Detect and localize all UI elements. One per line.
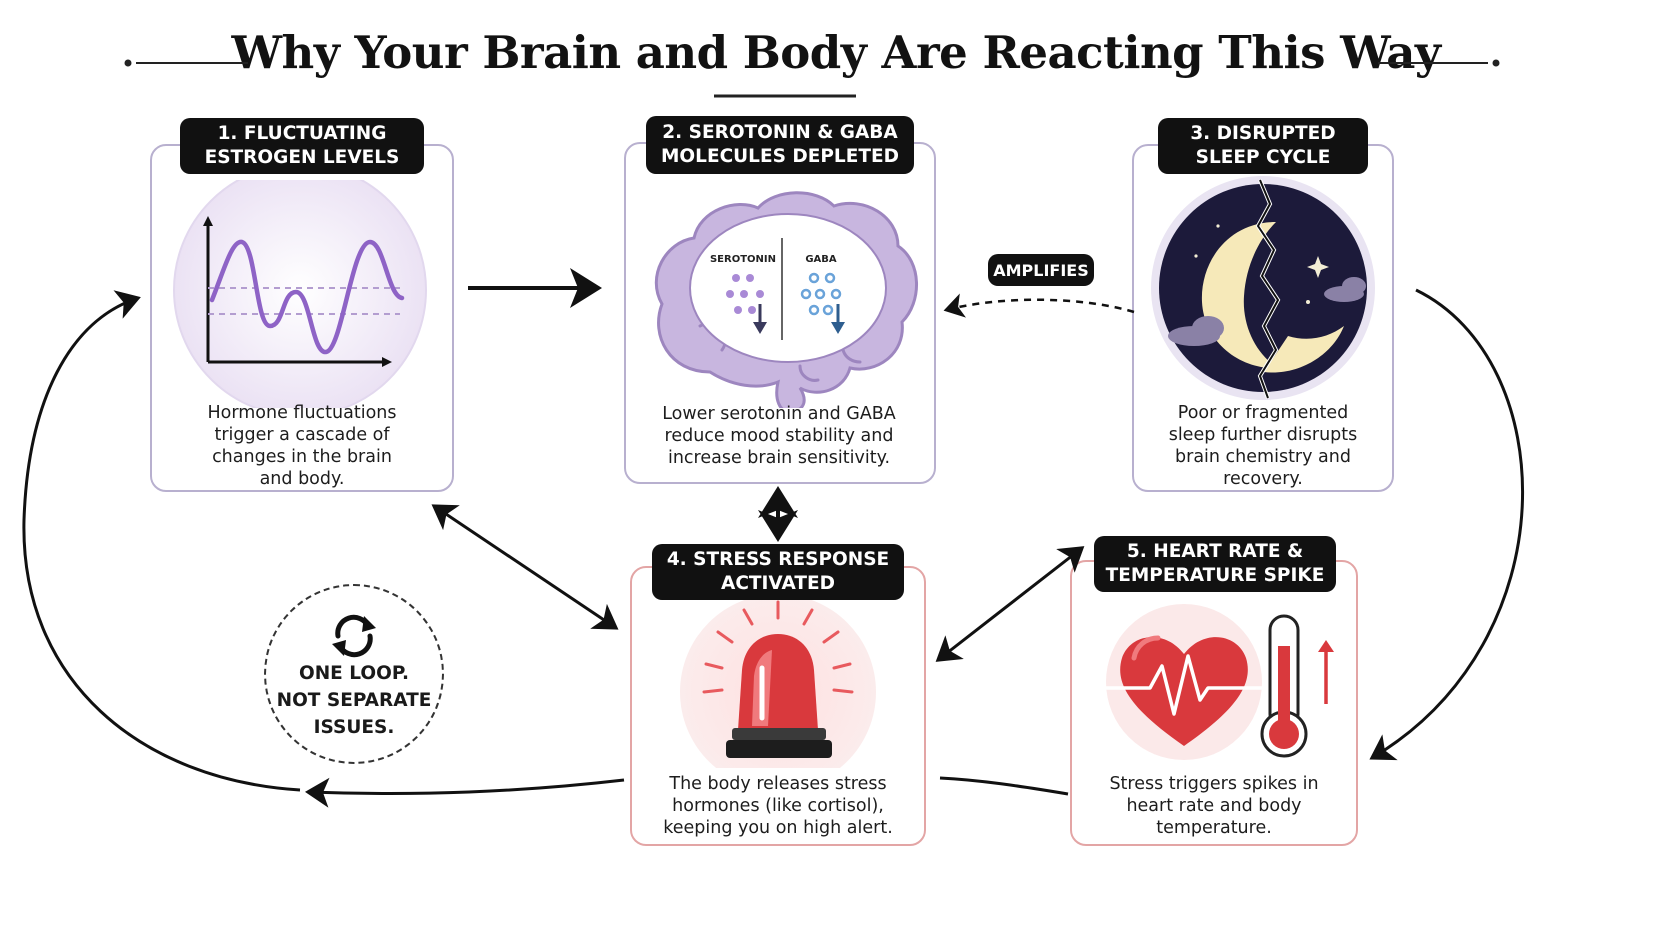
arrow-sleep-amplifies-brain <box>943 293 1135 318</box>
arrow-sleep-to-heart <box>1369 288 1524 761</box>
step-3-description: Poor or fragmented sleep further disrupt… <box>1168 403 1358 489</box>
loop-note-text: ONE LOOP. NOT SEPARATE ISSUES. <box>276 663 432 738</box>
page-title: Why Your Brain and Body Are Reacting Thi… <box>231 26 1441 79</box>
step-5-description: Stress triggers spikes in heart rate and… <box>1109 774 1319 838</box>
arrow-heart-to-stress <box>939 776 1069 796</box>
title-decoration <box>124 59 1500 98</box>
step-2-description: Lower serotonin and GABA reduce mood sta… <box>662 404 896 468</box>
step-4-description: The body releases stress hormones (like … <box>663 774 893 838</box>
heart-thermometer-icon <box>1100 604 1334 760</box>
arrow-stress-to-loop-left <box>305 777 625 808</box>
badge-step-5: 5. HEART RATE &TEMPERATURE SPIKE <box>1094 536 1336 592</box>
gaba-label: GABA <box>805 254 837 265</box>
brain-icon: SEROTONIN GABA <box>654 191 918 408</box>
arrow-stress-heart-bidirectional <box>935 546 1085 662</box>
amplifies-label: AMPLIFIES <box>988 254 1094 286</box>
serotonin-label: SEROTONIN <box>710 254 776 265</box>
loop-note-circle <box>264 584 444 764</box>
alarm-siren-icon <box>680 598 876 768</box>
broken-moon-icon <box>1151 176 1375 400</box>
arrow-estrogen-stress-bidirectional <box>431 504 619 630</box>
cycle-arrows-icon <box>332 614 376 658</box>
step-1-description: Hormone fluctuations trigger a cascade o… <box>207 403 397 489</box>
hormone-wave-chart-icon <box>173 180 427 408</box>
